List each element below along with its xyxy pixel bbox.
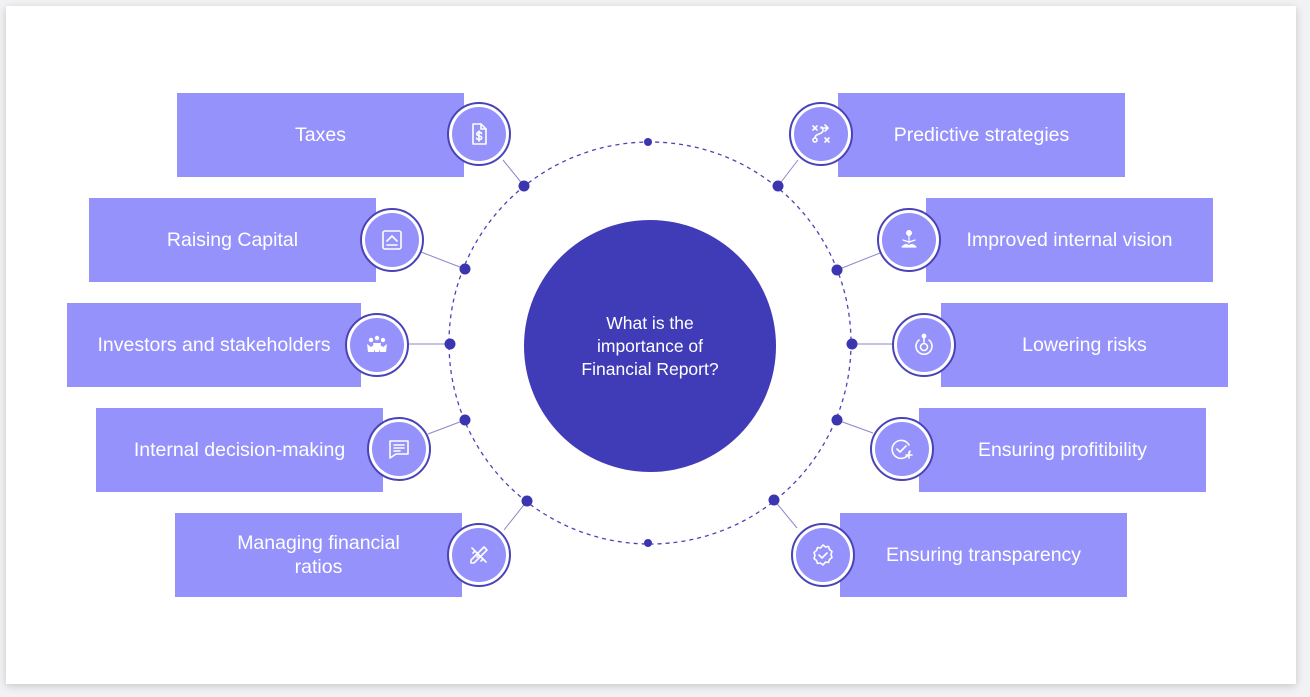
item-improved-vision: Improved internal vision (926, 198, 1213, 282)
people-group-icon (350, 318, 404, 372)
item-transparency: Ensuring transparency (840, 513, 1127, 597)
item-managing-ratios-label: Managing financial ratios (237, 532, 400, 578)
strategy-path-icon (794, 107, 848, 161)
item-managing-ratios-icon-ring (447, 523, 511, 587)
item-raising-capital-label: Raising Capital (166, 229, 299, 251)
item-lowering-risks-icon-ring (892, 313, 956, 377)
chart-up-icon (365, 213, 419, 267)
item-lowering-risks-label: Lowering risks (1022, 334, 1147, 356)
ring-dot (521, 495, 533, 507)
item-predictive-label: Predictive strategies (893, 124, 1070, 146)
item-transparency-label: Ensuring transparency (885, 544, 1082, 566)
ring-dot (768, 494, 780, 506)
item-profitibility-icon-ring (870, 417, 934, 481)
item-lowering-risks: Lowering risks (941, 303, 1228, 387)
ring-dot (518, 180, 530, 192)
item-taxes: Taxes (177, 93, 464, 177)
connector-line-raising-capital (420, 251, 466, 270)
item-raising-capital-icon-ring (360, 208, 424, 272)
connector-line-transparency (773, 499, 798, 529)
ring-dot (831, 414, 843, 426)
item-internal-decision-icon-ring (367, 417, 431, 481)
verified-badge-icon (796, 528, 850, 582)
connector-line-internal-decision (427, 419, 466, 435)
item-taxes-label: Taxes (295, 124, 346, 146)
ring-dot (644, 138, 652, 146)
pencil-ruler-icon (452, 528, 506, 582)
center-question-text: What is the importance of Financial Repo… (581, 312, 719, 379)
item-predictive-icon-ring (789, 102, 853, 166)
item-taxes-icon-ring (447, 102, 511, 166)
ring-dot (846, 338, 858, 350)
connector-line-profitibility (836, 419, 874, 434)
item-profitibility: Ensuring profitibility (919, 408, 1206, 492)
item-improved-vision-icon-ring (877, 208, 941, 272)
meditation-icon (882, 213, 936, 267)
item-profitibility-label: Ensuring profitibility (977, 439, 1148, 461)
connector-line-taxes (502, 159, 525, 187)
ring-dot (772, 180, 784, 192)
item-managing-ratios: Managing financial ratios (175, 513, 462, 597)
item-investors-icon-ring (345, 313, 409, 377)
item-internal-decision-label: Internal decision-making (133, 439, 346, 461)
item-transparency-icon-ring (791, 523, 855, 587)
risk-target-icon (897, 318, 951, 372)
item-raising-capital: Raising Capital (89, 198, 376, 282)
ring-dot (444, 338, 456, 350)
item-investors: Investors and stakeholders (67, 303, 361, 387)
check-plus-icon (875, 422, 929, 476)
ring-dot (459, 414, 471, 426)
connector-line-managing-ratios (503, 500, 528, 531)
ring-dot (644, 539, 652, 547)
dollar-document-icon (452, 107, 506, 161)
item-improved-vision-label: Improved internal vision (966, 229, 1173, 251)
connector-line-improved-vision (836, 252, 881, 271)
message-icon (372, 422, 426, 476)
item-predictive: Predictive strategies (838, 93, 1125, 177)
ring-dot (831, 264, 843, 276)
center-question: What is the importance of Financial Repo… (524, 220, 776, 472)
item-internal-decision: Internal decision-making (96, 408, 383, 492)
item-investors-label: Investors and stakeholders (97, 334, 331, 356)
ring-dot (459, 263, 471, 275)
